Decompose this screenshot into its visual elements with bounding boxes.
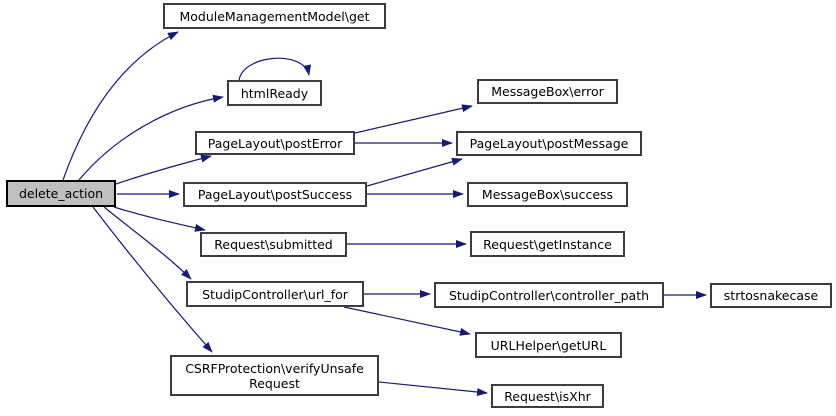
node-url-helper-get-url[interactable]: URLHelper\getURL bbox=[475, 332, 622, 358]
edge-PageLayout-postError-to-MessageBox-error bbox=[354, 104, 473, 134]
node-page-layout-post-message[interactable]: PageLayout\postMessage bbox=[456, 131, 642, 156]
node-request-is-xhr[interactable]: Request\isXhr bbox=[491, 384, 604, 408]
node-request-get-instance[interactable]: Request\getInstance bbox=[470, 231, 625, 257]
node-message-box-success[interactable]: MessageBox\success bbox=[467, 182, 628, 207]
node-page-layout-post-error[interactable]: PageLayout\postError bbox=[195, 131, 355, 155]
node-studip-controller-url-for[interactable]: StudipController\url_for bbox=[186, 281, 364, 307]
node-module-management-model-get[interactable]: ModuleManagementModel\get bbox=[163, 3, 386, 29]
node-strtosnakecase[interactable]: strtosnakecase bbox=[710, 283, 832, 308]
edge-CSRFProtection-verifyUnsafeRequest-to-Request-isXhr bbox=[378, 381, 488, 396]
node-studip-controller-controller-path[interactable]: StudipController\controller_path bbox=[434, 282, 664, 308]
edge-delete_action-to-htmlReady bbox=[78, 94, 224, 181]
edge-delete_action-to-StudipController-url_for bbox=[103, 206, 192, 280]
node-delete-action: delete_action bbox=[6, 180, 116, 207]
edge-delete_action-to-Request-submitted bbox=[113, 206, 206, 232]
node-html-ready[interactable]: htmlReady bbox=[227, 80, 322, 106]
node-csrf-protection-verify-unsafe-request[interactable]: CSRFProtection\verifyUnsafe Request bbox=[170, 355, 379, 396]
node-message-box-error[interactable]: MessageBox\error bbox=[477, 79, 618, 104]
node-page-layout-post-success[interactable]: PageLayout\postSuccess bbox=[183, 182, 367, 207]
edge-delete_action-to-ModuleManagementModel-get bbox=[62, 31, 179, 181]
edge-StudipController-url_for-to-URLHelper-getURL bbox=[343, 306, 471, 336]
node-label-line2: Request bbox=[249, 375, 300, 391]
edge-delete_action-to-PageLayout-postError bbox=[115, 154, 212, 185]
edge-htmlReady-self-loop bbox=[238, 57, 311, 81]
edge-delete_action-to-CSRFProtection-verifyUnsafeRequest bbox=[92, 206, 213, 353]
node-label-line1: CSRFProtection\verifyUnsafe bbox=[185, 360, 364, 376]
node-request-submitted[interactable]: Request\submitted bbox=[200, 232, 347, 257]
edge-PageLayout-postSuccess-to-PageLayout-postMessage bbox=[366, 157, 463, 187]
